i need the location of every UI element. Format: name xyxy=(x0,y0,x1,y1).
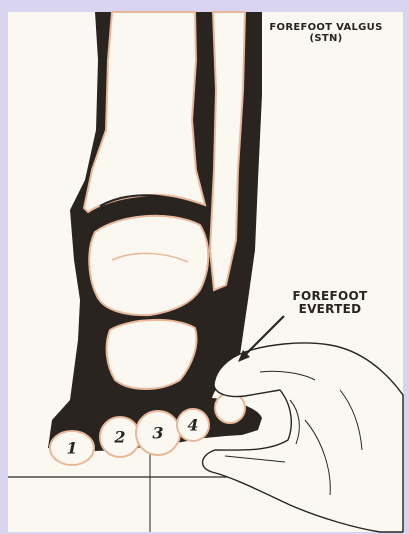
metatarsal-5-label: 5 xyxy=(224,399,235,418)
metatarsal-3-label: 3 xyxy=(152,424,163,443)
metatarsal-2-label: 2 xyxy=(113,428,125,447)
metatarsal-4-label: 4 xyxy=(187,416,198,435)
title-line-2: (STN) xyxy=(246,33,406,44)
talus-bone xyxy=(89,216,208,315)
title-label: FOREFOOT VALGUS (STN) xyxy=(246,22,406,44)
callout-line-2: EVERTED xyxy=(270,303,390,316)
title-line-1: FOREFOOT VALGUS xyxy=(246,22,406,33)
examiner-hand xyxy=(203,343,403,532)
metatarsal-1-label: 1 xyxy=(66,439,77,458)
callout-label: FOREFOOT EVERTED xyxy=(270,290,390,316)
